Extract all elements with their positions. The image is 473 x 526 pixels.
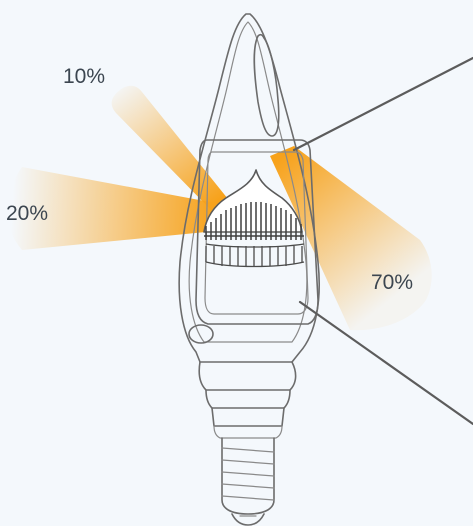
glass-inner-outline	[188, 21, 308, 343]
side-lens	[188, 324, 214, 344]
percent-label-10: 10%	[63, 65, 106, 88]
heatsink-fins	[204, 202, 304, 240]
bulb-base	[198, 361, 297, 439]
percent-label-70: 70%	[371, 271, 414, 294]
screw-cap	[221, 437, 275, 526]
leader-lines	[292, 56, 473, 426]
chip-dome	[203, 169, 303, 233]
beam-70-percent	[270, 146, 432, 331]
leader-line-bottom	[298, 300, 473, 426]
tip-highlight	[253, 33, 280, 137]
inner-frame	[195, 139, 319, 325]
led-chip	[203, 169, 305, 268]
beam-20-percent	[7, 167, 226, 250]
leader-line-top	[292, 56, 473, 152]
heatsink-grid	[205, 243, 305, 268]
percent-label-20: 20%	[6, 202, 49, 225]
